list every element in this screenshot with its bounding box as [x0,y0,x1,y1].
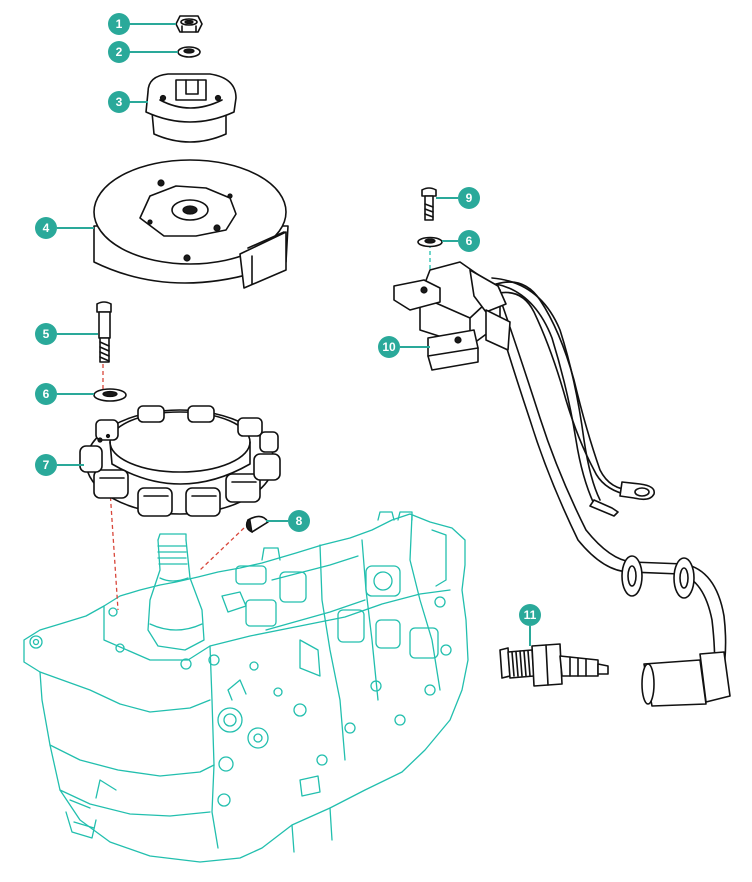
stator-bolt [96,301,112,363]
callout-5-label: 5 [43,327,50,341]
flywheel [93,159,289,289]
callout-4-label: 4 [43,221,50,235]
stator-washer [93,388,127,402]
engine-block [23,511,469,863]
stator [79,405,281,517]
coil-washer [417,236,443,248]
callout-5: 5 [35,323,98,345]
callout-6b: 6 [442,230,480,252]
ignition-coil [393,261,731,707]
callout-3: 3 [108,91,148,113]
callout-1-label: 1 [116,17,123,31]
callout-10-label: 10 [382,340,396,354]
callout-9-label: 9 [466,191,473,205]
callout-7: 7 [35,454,84,476]
callout-6b-label: 6 [466,234,473,248]
coil-bolt [421,187,437,221]
callout-8-label: 8 [296,514,303,528]
callout-11-label: 11 [524,608,537,622]
callout-4: 4 [35,217,94,239]
callout-3-label: 3 [116,95,123,109]
woodruff-key [245,515,269,534]
callout-1: 1 [108,13,176,35]
washer [177,46,201,58]
callout-2-label: 2 [116,45,123,59]
starter-cup [145,73,237,143]
spark-plug [499,643,609,687]
callout-8: 8 [266,510,310,532]
callout-6a: 6 [35,383,94,405]
callout-11: 11 [519,604,541,646]
callout-10: 10 [378,336,430,358]
callout-7-label: 7 [43,458,50,472]
callouts: 1 2 3 4 5 6 7 [35,13,541,646]
callout-9: 9 [436,187,480,209]
nut [175,15,203,33]
callout-2: 2 [108,41,178,63]
callout-6a-label: 6 [43,387,50,401]
